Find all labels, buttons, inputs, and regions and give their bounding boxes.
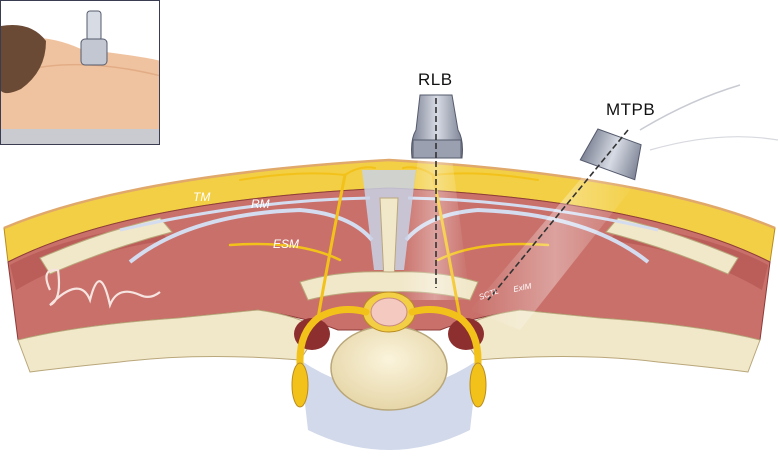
vertebral-body [330,325,448,411]
rib-right [605,217,739,275]
spinal-nerves [228,166,550,399]
patient-hair [1,25,46,94]
exam-table [1,129,159,144]
mtpb-ultrasound-beam [470,168,640,330]
mtpb-label: MTPB [606,100,656,119]
tm-label: TM [193,190,210,204]
rlb-ultrasound-probe-icon [411,94,463,159]
patient-position-inset [0,0,160,145]
mtpb-probe-cable [639,84,741,131]
mtpb-probe-cable-2 [649,136,778,151]
rib-left [39,217,173,275]
rlb-ultrasound-beam [400,158,470,300]
rm-label: RM [251,197,270,211]
patient-illustration [1,1,159,144]
dorsal-root-ganglion-left [291,362,309,408]
mtpb-ultrasound-probe-icon [579,128,642,181]
inset-ultrasound-probe-icon [80,10,108,66]
rlb-label: RLB [418,70,453,89]
exim-label: ExIM [513,281,533,294]
spinal-cord [370,297,408,327]
mtpb-needle-icon [487,129,629,301]
dorsal-root-ganglion-right [469,362,487,408]
skin-rim [3,158,776,230]
esm-label: ESM [273,237,299,251]
artist-signature [45,268,161,309]
